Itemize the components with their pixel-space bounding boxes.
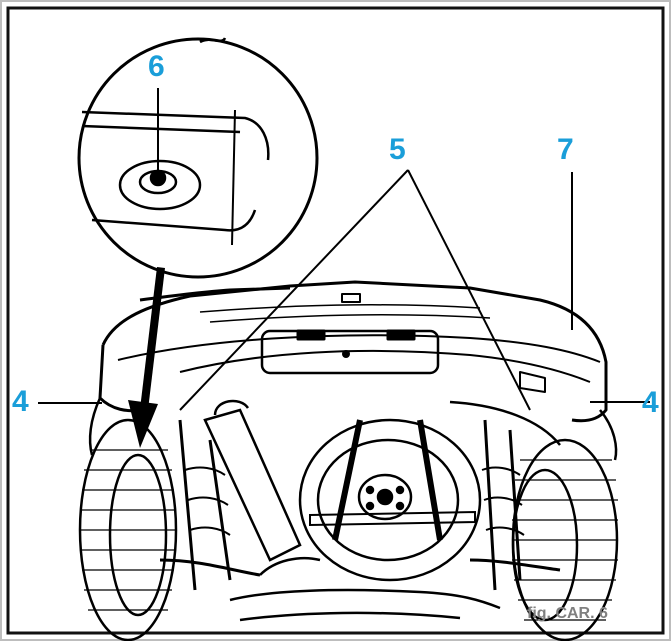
callout-4-left: 4 (12, 385, 29, 418)
rear-bumper (98, 280, 608, 423)
pointer-arrow (128, 267, 165, 448)
callout-7: 7 (557, 133, 574, 166)
leader-5-right (407, 169, 531, 411)
callout-4-right: 4 (642, 386, 659, 419)
right-tyre (511, 438, 619, 641)
right-suspension (469, 419, 561, 591)
leader-lines (38, 88, 650, 411)
detail-magnifier (77, 37, 319, 279)
left-tyre (78, 418, 178, 641)
callout-5: 5 (389, 133, 406, 166)
callout-6: 6 (148, 50, 165, 83)
spare-wheel (298, 418, 482, 582)
frame-border-inner (6, 6, 665, 635)
lower-underbody (229, 556, 501, 622)
leader-5-left (179, 169, 409, 411)
left-suspension (159, 399, 302, 591)
figure-caption: fig. CAR. 6 (527, 605, 608, 622)
